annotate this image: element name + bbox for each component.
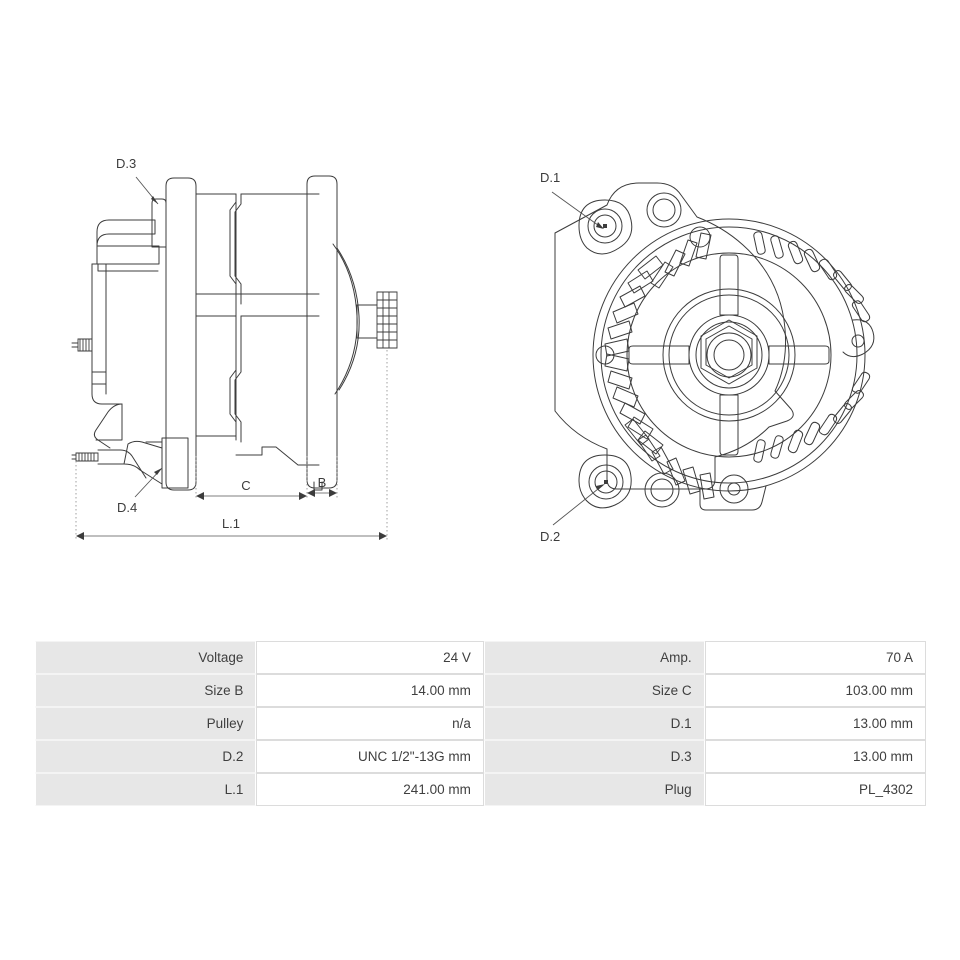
alternator-front-view: D.1 D.2 <box>540 170 875 544</box>
callout-d1-label: D.1 <box>540 170 560 185</box>
cell-label-d1: D.1 <box>483 707 705 740</box>
cell-value-size-c: 103.00 mm <box>704 674 926 707</box>
callout-d1: D.1 <box>540 170 604 229</box>
dimension-b: B <box>307 475 337 497</box>
cell-label-d3: D.3 <box>483 740 705 773</box>
callout-d2-label: D.2 <box>540 529 560 544</box>
cell-label-amp: Amp. <box>483 641 705 674</box>
cell-value-size-b: 14.00 mm <box>256 674 484 707</box>
callout-d4-label: D.4 <box>117 500 137 515</box>
cell-value-l1: 241.00 mm <box>256 773 484 806</box>
callout-d4: D.4 <box>117 467 163 515</box>
cell-label-size-b: Size B <box>35 674 257 707</box>
specification-table: Voltage 24 V Amp. 70 A Size B 14.00 mm S… <box>35 641 926 806</box>
cell-value-pulley: n/a <box>256 707 484 740</box>
dimension-c: C <box>196 478 307 500</box>
cell-label-plug: Plug <box>483 773 705 806</box>
specification-table-body: Voltage 24 V Amp. 70 A Size B 14.00 mm S… <box>35 641 926 806</box>
cell-label-size-c: Size C <box>483 674 705 707</box>
cell-value-amp: 70 A <box>704 641 926 674</box>
cell-label-voltage: Voltage <box>35 641 257 674</box>
cell-label-d2: D.2 <box>35 740 257 773</box>
table-row: Pulley n/a D.1 13.00 mm <box>35 707 926 740</box>
cell-value-d2: UNC 1/2"-13G mm <box>256 740 484 773</box>
cell-value-voltage: 24 V <box>256 641 484 674</box>
dimension-b-label: B <box>318 475 327 490</box>
cell-value-plug: PL_4302 <box>704 773 926 806</box>
callout-d3-label: D.3 <box>116 156 136 171</box>
cell-label-pulley: Pulley <box>35 707 257 740</box>
table-row: D.2 UNC 1/2"-13G mm D.3 13.00 mm <box>35 740 926 773</box>
table-row: L.1 241.00 mm Plug PL_4302 <box>35 773 926 806</box>
cell-value-d3: 13.00 mm <box>704 740 926 773</box>
table-row: Voltage 24 V Amp. 70 A <box>35 641 926 674</box>
cell-value-d1: 13.00 mm <box>704 707 926 740</box>
callout-d2: D.2 <box>540 484 605 544</box>
callout-d3: D.3 <box>116 156 159 205</box>
dimension-c-label: C <box>241 478 250 493</box>
dimension-l1: L.1 <box>76 516 387 540</box>
technical-drawings-area: D.3 D.4 C B <box>71 156 875 544</box>
cell-label-l1: L.1 <box>35 773 257 806</box>
alternator-side-view: D.3 D.4 C B <box>71 156 398 540</box>
dimension-l1-label: L.1 <box>222 516 240 531</box>
table-row: Size B 14.00 mm Size C 103.00 mm <box>35 674 926 707</box>
drawings-svg: D.3 D.4 C B <box>71 156 875 544</box>
